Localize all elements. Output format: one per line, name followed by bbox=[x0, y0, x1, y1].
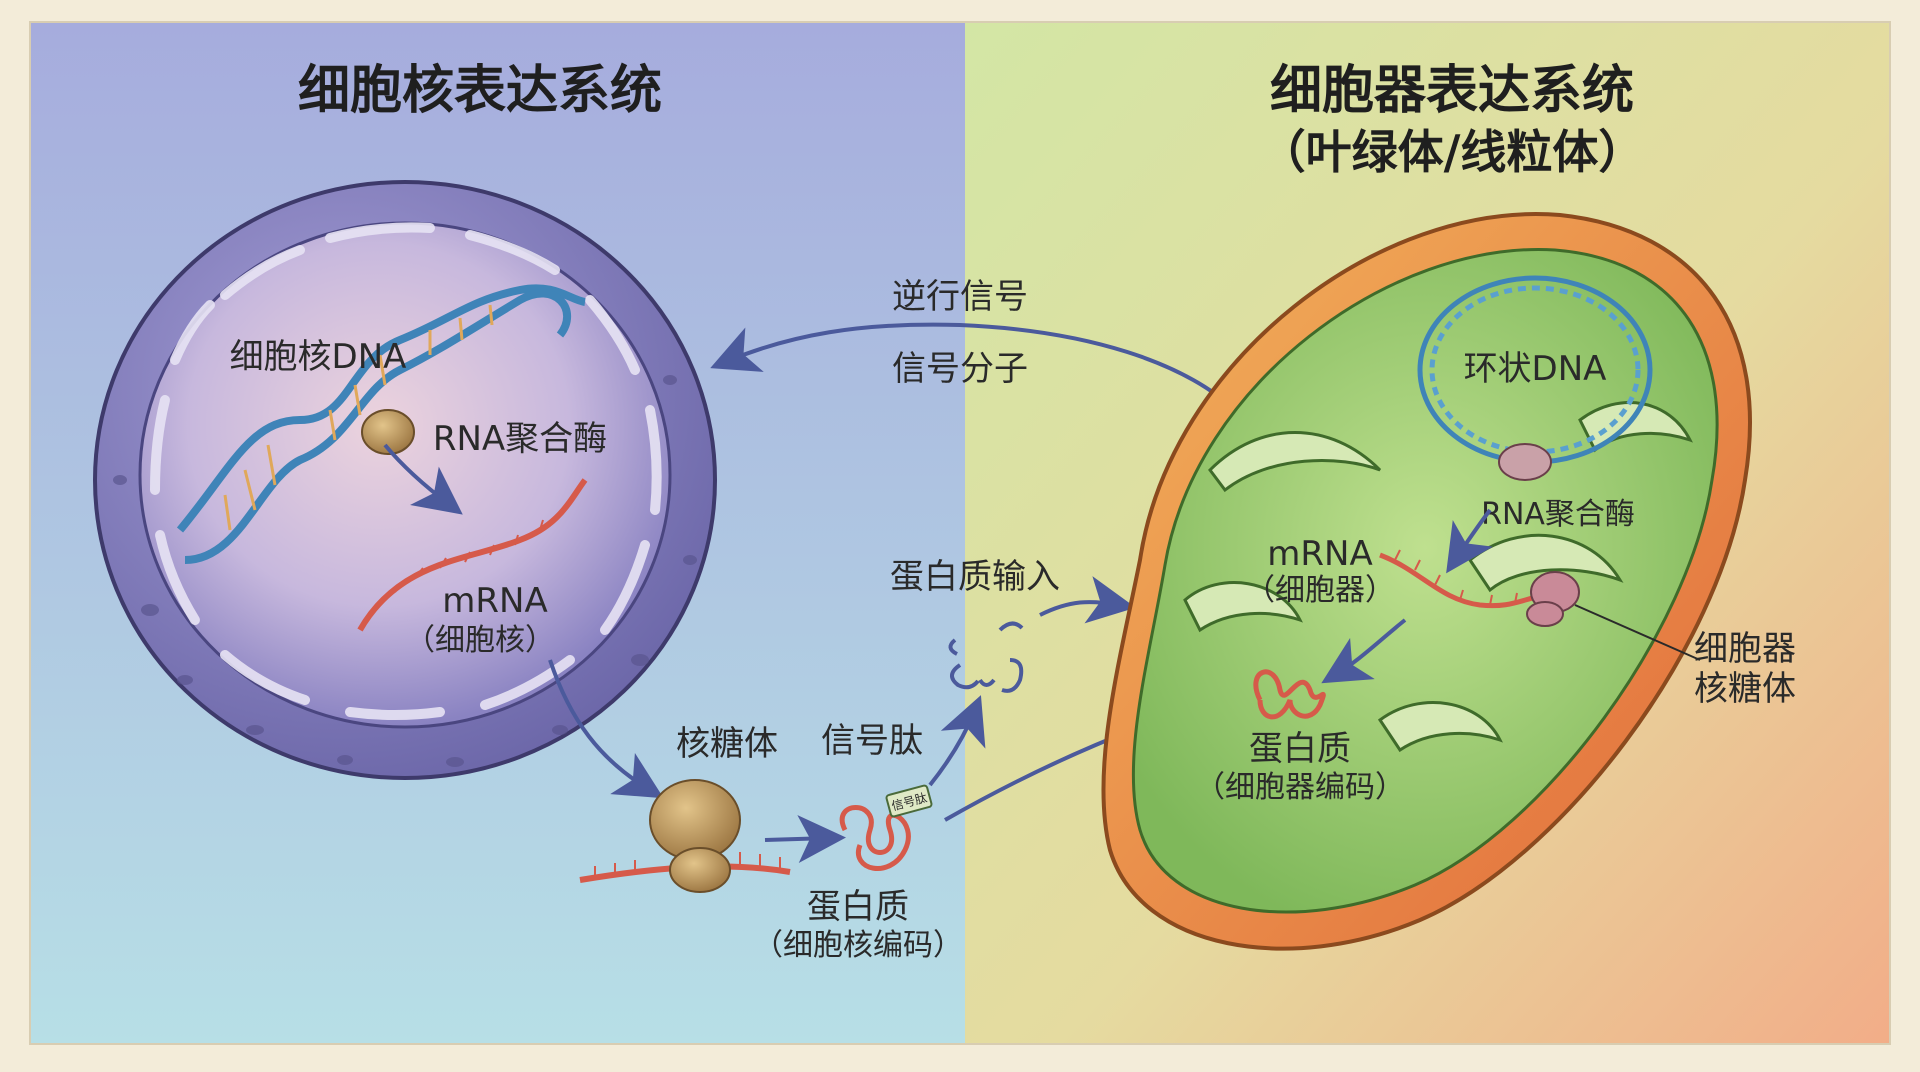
nuclear-polymerase-label: RNA聚合酶 bbox=[433, 419, 607, 459]
organelle-protein-sub: （细胞器编码） bbox=[1195, 770, 1405, 805]
right-subtitle: （叶绿体/线粒体） bbox=[1260, 125, 1645, 179]
retrograde-label: 逆行信号 bbox=[892, 277, 1028, 317]
nuclear-dna-label: 细胞核DNA bbox=[230, 337, 407, 377]
organelle-ribosome-label-2: 核糖体 bbox=[1694, 669, 1796, 709]
nucleus bbox=[93, 180, 717, 780]
organelle-protein bbox=[1253, 669, 1326, 720]
organelle-ribosome bbox=[1526, 571, 1580, 627]
signal-tag: 信号肽 bbox=[885, 784, 933, 818]
protein-import-label: 蛋白质输入 bbox=[890, 557, 1060, 597]
organelle-mrna bbox=[1379, 549, 1546, 609]
organelle-ribosome-label-1: 细胞器 bbox=[1694, 629, 1796, 669]
signal-peptide-label: 信号肽 bbox=[821, 721, 923, 761]
nuclear-protein-label: 蛋白质 bbox=[807, 887, 909, 927]
nuclear-protein bbox=[839, 805, 911, 871]
signal-molecule-label: 信号分子 bbox=[892, 349, 1028, 389]
export-arrow bbox=[548, 659, 664, 799]
protein-fragments bbox=[948, 621, 1024, 693]
organelle-mrna-sub: （细胞器） bbox=[1245, 573, 1395, 608]
cytoplasmic-ribosome bbox=[649, 779, 741, 893]
nuclear-rna-polymerase bbox=[361, 409, 415, 455]
nuclear-mrna-label: mRNA bbox=[442, 581, 547, 621]
organelle-protein-label: 蛋白质 bbox=[1249, 729, 1351, 769]
ribosome-label: 核糖体 bbox=[676, 724, 778, 764]
retrograde-arrow bbox=[710, 322, 1247, 422]
nuclear-protein-sub: （细胞核编码） bbox=[753, 928, 963, 963]
circular-dna-label: 环状DNA bbox=[1464, 349, 1607, 389]
organelle-rna-polymerase bbox=[1498, 443, 1552, 481]
nuclear-mrna-sub: （细胞核） bbox=[405, 623, 555, 658]
organelle-polymerase-label: RNA聚合酶 bbox=[1481, 497, 1635, 532]
left-title: 细胞核表达系统 bbox=[298, 61, 662, 121]
nuclear-dna-helix bbox=[176, 284, 586, 564]
right-title: 细胞器表达系统 bbox=[1270, 61, 1634, 121]
organelle-mrna-label: mRNA bbox=[1267, 534, 1372, 574]
nuclear-mrna bbox=[357, 478, 588, 632]
